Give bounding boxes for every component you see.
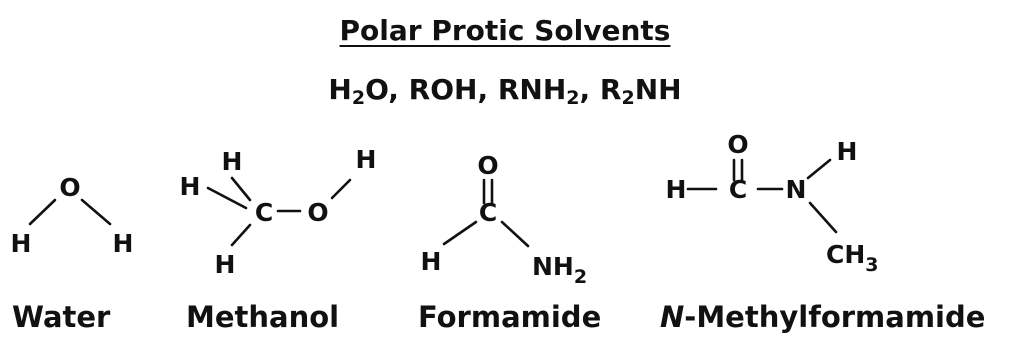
methanol-atom-c: C [255,198,273,227]
methanol-bond-c-h-left [206,186,248,210]
methanol-bond-c-h-top [230,176,252,202]
label-formamide: Formamide [418,300,602,334]
water-bond-o-h-left [28,198,57,226]
water-structure: O H H [11,173,134,258]
formamide-atom-nh2: NH2 [532,252,587,288]
diagram-title: Polar Protic Solvents [0,14,1010,47]
nmf-atom-o: O [727,130,748,159]
formamide-bond-c-n [500,220,530,248]
water-atom-h-left: H [11,229,32,258]
methanol-atom-h-top: H [222,147,243,176]
general-formulas: H2O, ROH, RNH2, R2NH [328,73,682,109]
methanol-atom-h-o: H [356,145,377,174]
methanol-structure: H H C O H H [180,145,377,279]
label-n-methylformamide: N-Methylformamide [660,300,985,334]
formamide-atom-h: H [421,247,442,276]
water-atom-h-right: H [113,229,134,258]
water-atom-o: O [59,173,80,202]
methanol-atom-h-left: H [180,172,201,201]
methanol-atom-o: O [307,198,328,227]
label-methanol: Methanol [186,300,340,334]
formamide-bond-c-h [442,220,478,246]
nmf-atom-n: N [786,175,807,204]
formamide-atom-o: O [477,151,498,180]
nmf-bond-n-h [806,158,832,180]
nmf-atom-h-left: H [666,175,687,204]
methanol-bond-o-h [330,178,352,200]
nmf-bond-n-ch3 [808,201,838,234]
methanol-bond-c-h-bottom [230,223,252,247]
title-text: Polar Protic Solvents [339,14,671,47]
nmf-atom-c: C [729,175,747,204]
water-bond-o-h-right [80,198,112,226]
formamide-atom-c: C [479,198,497,227]
label-water: Water [12,300,111,334]
n-methylformamide-structure: O H C N H CH3 [666,130,879,276]
label-nmf-rest: -Methylformamide [684,300,986,334]
formamide-structure: O C H NH2 [421,151,588,288]
nmf-atom-ch3: CH3 [826,240,879,276]
label-nmf-prefix: N [660,300,685,334]
methanol-atom-h-bottom: H [215,250,236,279]
nmf-atom-h-n: H [837,137,858,166]
